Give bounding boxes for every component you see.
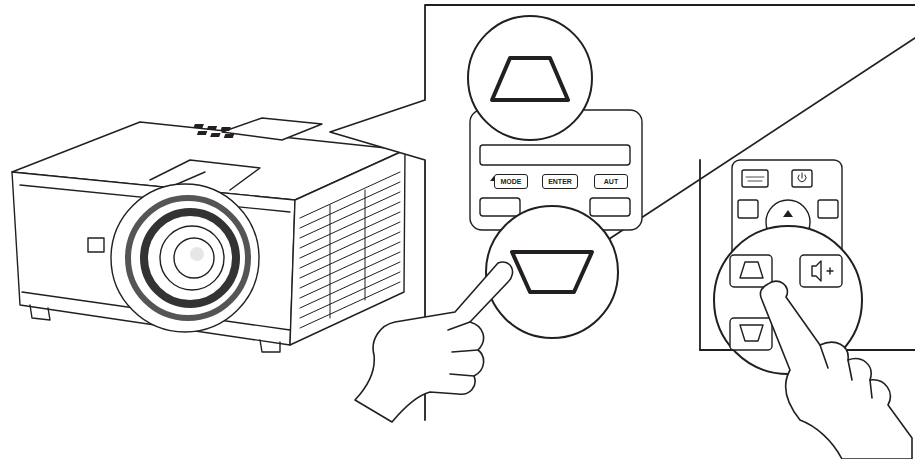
hand — [355, 262, 513, 422]
button-label: AUT — [600, 177, 622, 186]
button-label: MODE — [500, 177, 522, 186]
hand — [760, 281, 912, 459]
keypad-button: AUT — [594, 174, 628, 189]
button-label: ENTER — [548, 177, 572, 186]
keypad-button: ENTER — [542, 174, 578, 189]
projector — [12, 118, 405, 352]
keypad-button: MODE — [494, 174, 528, 189]
